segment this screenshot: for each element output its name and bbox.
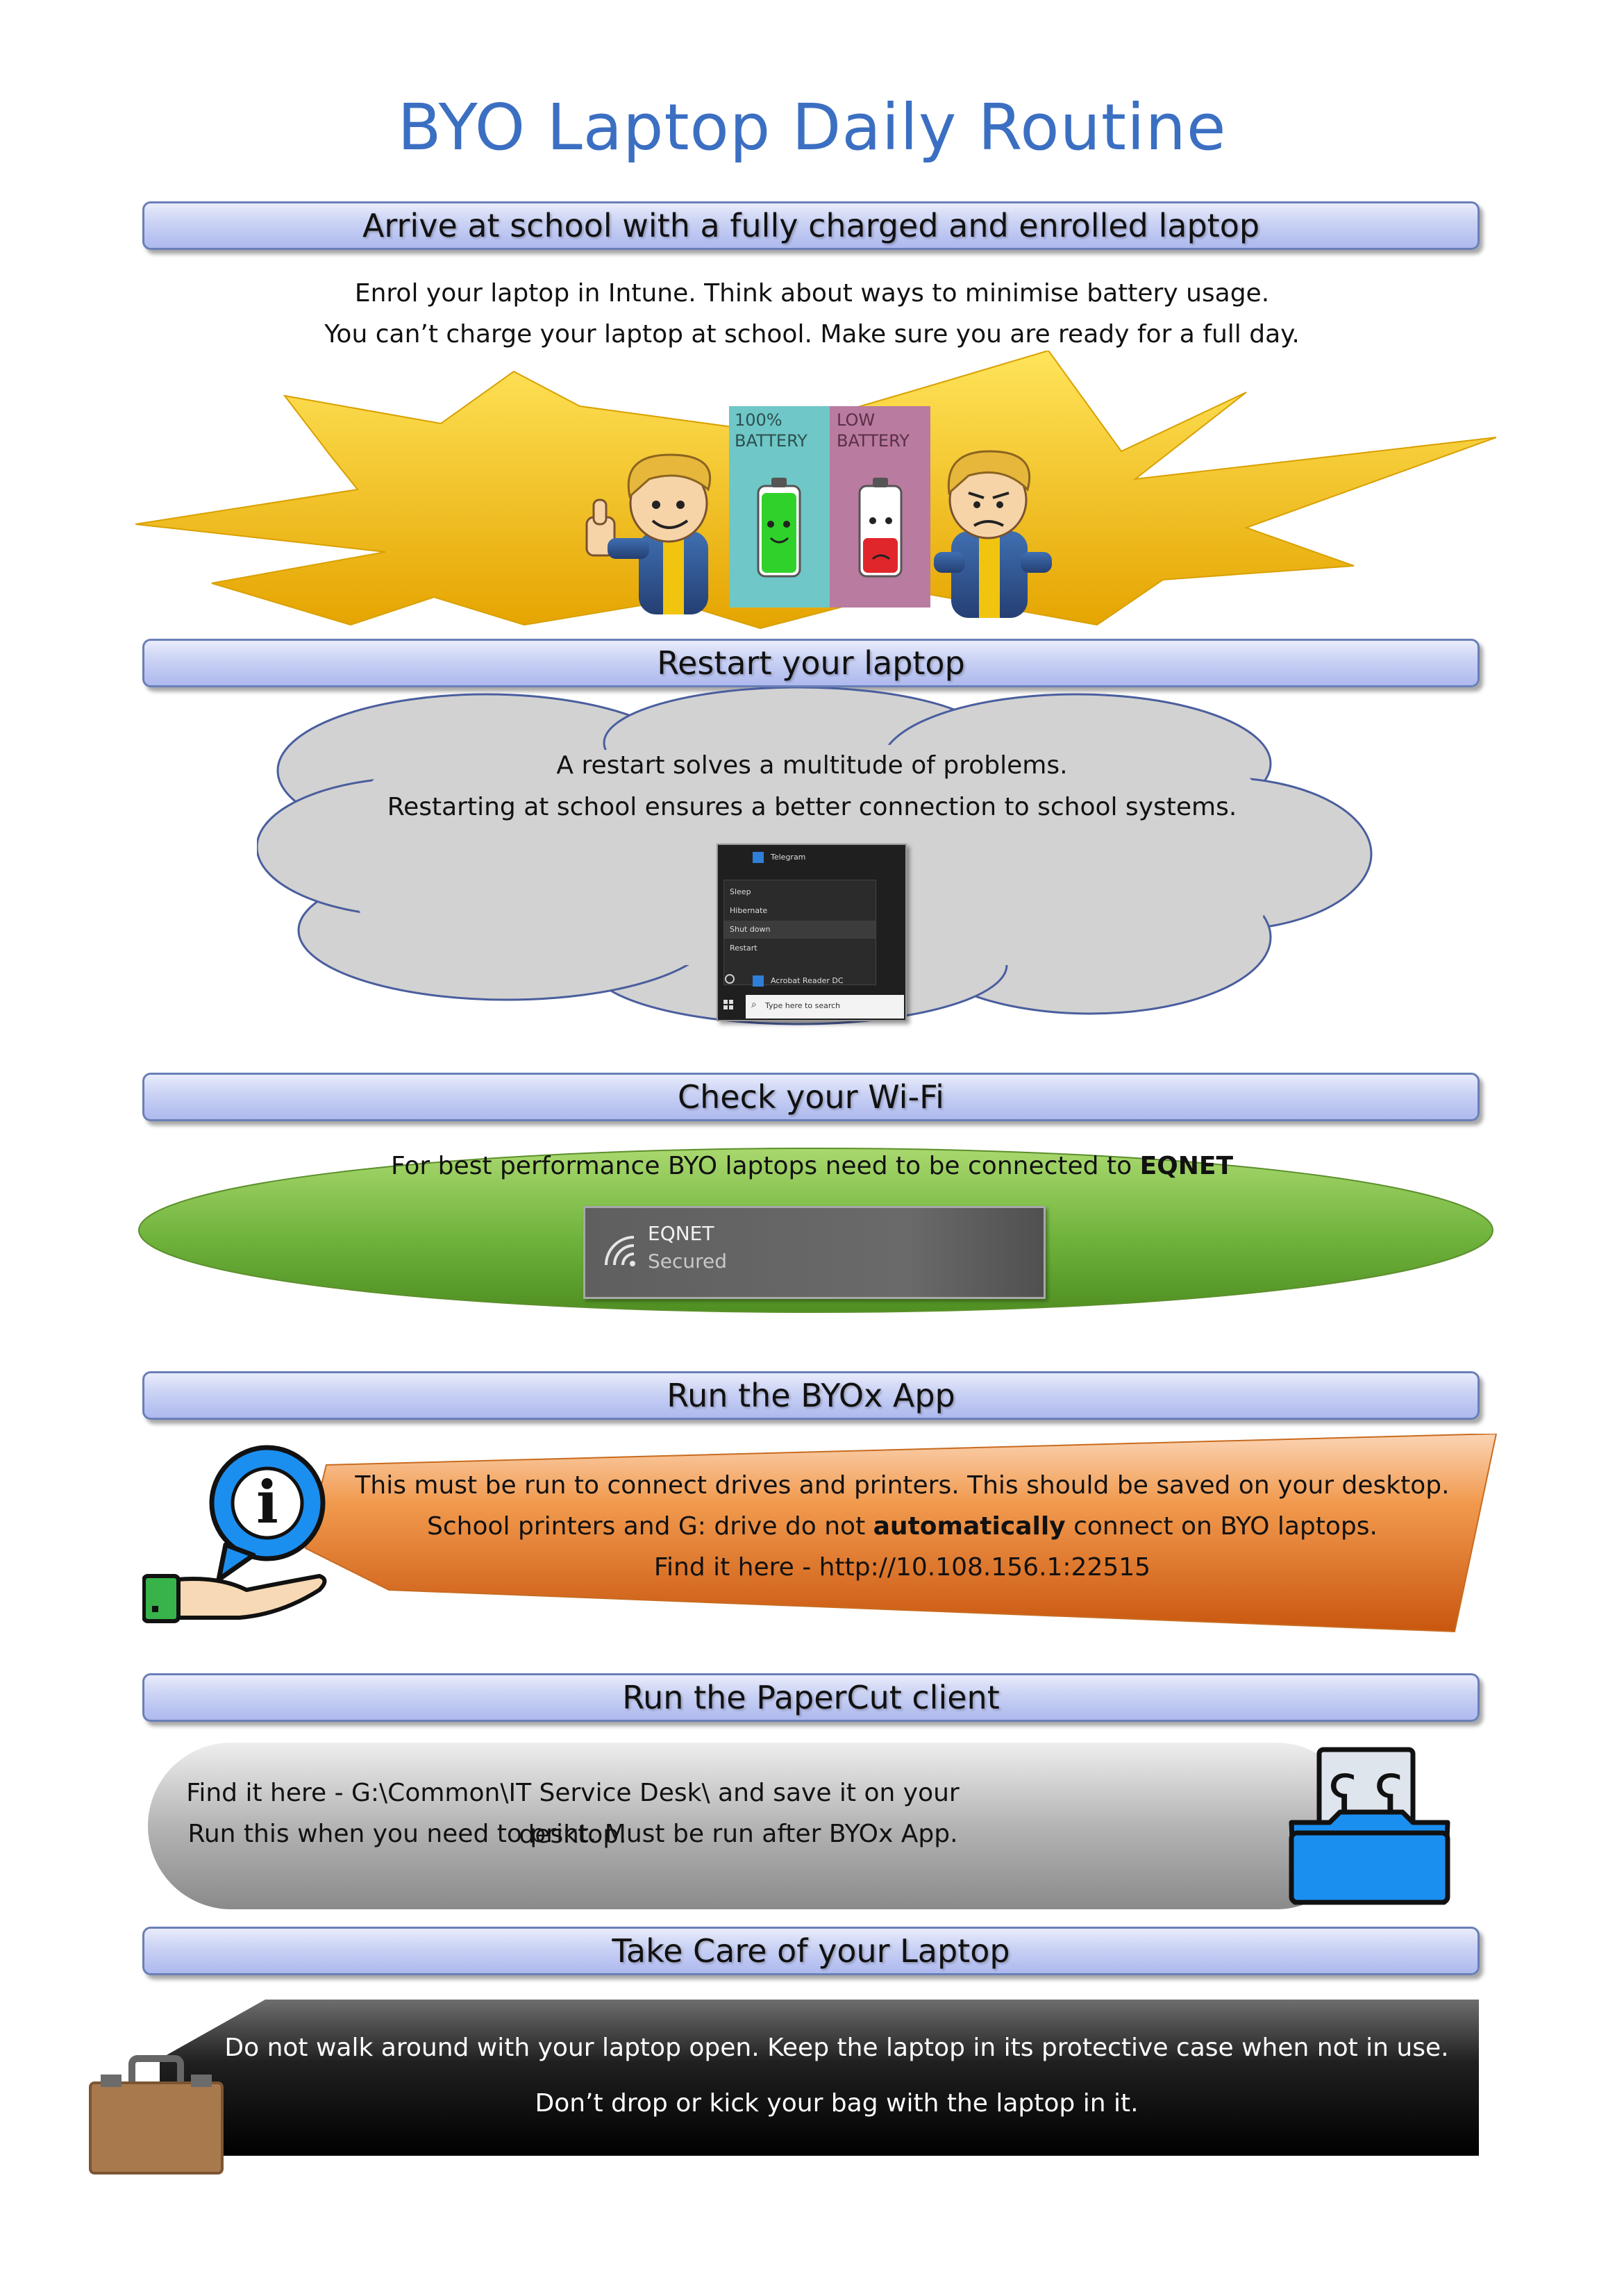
heading-text: Take Care of your Laptop	[612, 1932, 1010, 1970]
briefcase-icon	[89, 2055, 224, 2175]
search-icon: ⌕	[751, 999, 757, 1010]
care-banner	[160, 2000, 1479, 2156]
menu-item-shut-down[interactable]: Shut down	[730, 925, 771, 934]
start-menu-screenshot: Telegram Sleep Hibernate Shut down Resta…	[717, 844, 907, 1021]
hand-icon	[142, 1574, 327, 1623]
low-battery-icon	[858, 478, 903, 578]
section-heading-care: Take Care of your Laptop	[142, 1927, 1480, 1975]
full-battery-label: 100% BATTERY	[735, 410, 807, 451]
section-heading-papercut: Run the PaperCut client	[142, 1673, 1480, 1722]
charged-line-1: Enrol your laptop in Intune. Think about…	[354, 279, 1270, 308]
start-app-bottom[interactable]: Acrobat Reader DC	[771, 976, 844, 985]
menu-item-restart[interactable]: Restart	[730, 944, 757, 953]
wifi-line-text: For best performance BYO laptops need to…	[390, 1152, 1140, 1180]
heading-text: Run the BYOx App	[667, 1377, 955, 1414]
papercut-pill	[148, 1743, 1359, 1909]
taskbar-search-box[interactable]: ⌕ Type here to search	[746, 995, 904, 1019]
section-heading-wifi: Check your Wi-Fi	[142, 1073, 1480, 1121]
taskbar-search-input: Type here to search	[765, 1001, 841, 1010]
printer-folder-icon: ʕ ʕ	[1289, 1747, 1450, 1905]
byox-line-2-suffix: connect on BYO laptops.	[1065, 1512, 1378, 1541]
menu-item-highlight	[724, 921, 876, 939]
low-battery-label: LOW BATTERY	[837, 410, 910, 451]
byox-line-2-bold: automatically	[873, 1512, 1066, 1541]
starburst-graphic	[135, 351, 1496, 630]
care-line-1: Do not walk around with your laptop open…	[224, 2034, 1449, 2062]
section-heading-charged: Arrive at school with a fully charged an…	[142, 201, 1480, 250]
telegram-icon	[753, 852, 764, 863]
restart-line-2: Restarting at school ensures a better co…	[387, 793, 1237, 821]
wifi-network-bold: EQNET	[1139, 1152, 1234, 1180]
papercut-line-1: Find it here - G:\Common\IT Service Desk…	[186, 1779, 960, 1849]
grumpy-mascot-icon	[934, 450, 1052, 618]
heading-text: Run the PaperCut client	[622, 1679, 1000, 1716]
byox-link-line[interactable]: Find it here - http://10.108.156.1:22515	[653, 1553, 1151, 1582]
heading-text: Arrive at school with a fully charged an…	[362, 207, 1260, 244]
byox-line-2: School printers and G: drive do not auto…	[90, 1506, 1624, 1548]
full-battery-icon	[757, 478, 801, 578]
byox-line-2-prefix: School printers and G: drive do not	[427, 1512, 873, 1541]
wifi-network-status: Secured	[648, 1250, 728, 1273]
wifi-network-name: EQNET	[648, 1222, 714, 1245]
power-icon[interactable]	[725, 974, 735, 984]
wifi-line: For best performance BYO laptops need to…	[0, 1146, 1624, 1187]
acrobat-icon	[753, 975, 764, 987]
byox-line-1: This must be run to connect drives and p…	[355, 1471, 1450, 1500]
thumbs-up-mascot-icon	[585, 453, 712, 614]
start-app-top[interactable]: Telegram	[771, 853, 806, 862]
info-icon: i	[209, 1445, 326, 1582]
windows-icon[interactable]	[723, 1000, 733, 1009]
power-menu: Sleep Hibernate Shut down Restart	[723, 880, 876, 985]
info-glyph: i	[256, 1468, 278, 1536]
heading-text: Restart your laptop	[657, 644, 965, 682]
restart-line-1: A restart solves a multitude of problems…	[556, 751, 1068, 780]
page-title: BYO Laptop Daily Routine	[397, 90, 1227, 165]
info-hand-graphic: i	[142, 1445, 327, 1623]
section-heading-byox: Run the BYOx App	[142, 1371, 1480, 1420]
heading-text: Check your Wi-Fi	[678, 1078, 944, 1116]
papercut-line-2: Run this when you need to print. Must be…	[187, 1820, 958, 1848]
charged-line-2: You can’t charge your laptop at school. …	[324, 320, 1300, 349]
wifi-network-card[interactable]: EQNET Secured	[583, 1206, 1046, 1299]
section-heading-restart: Restart your laptop	[142, 639, 1480, 687]
wifi-icon	[605, 1236, 635, 1266]
menu-item-hibernate[interactable]: Hibernate	[730, 906, 768, 915]
menu-item-sleep[interactable]: Sleep	[730, 887, 751, 896]
care-line-2: Don’t drop or kick your bag with the lap…	[535, 2089, 1139, 2118]
